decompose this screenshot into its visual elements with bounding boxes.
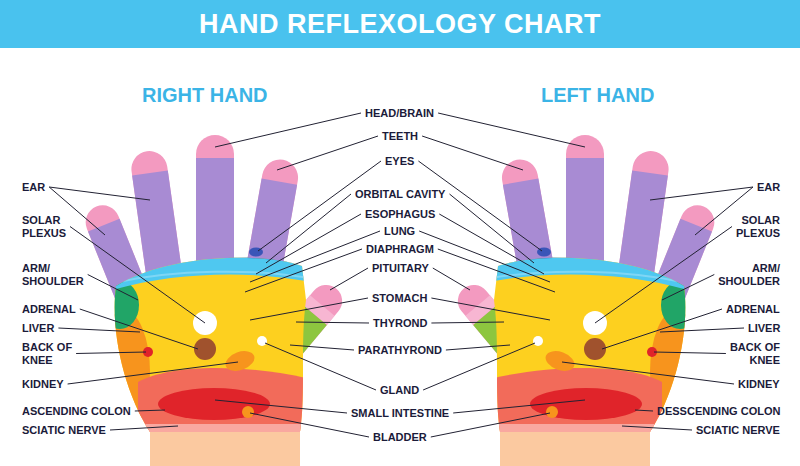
leader-line [245, 249, 362, 292]
leader-line [622, 426, 692, 430]
part-label: EYES [385, 155, 414, 168]
part-label: DESSCENDING COLON [657, 405, 780, 418]
leader-line [419, 231, 550, 282]
part-label: BLADDER [373, 431, 427, 444]
leader-line [266, 194, 351, 263]
part-label: ARM/ SHOULDER [22, 262, 88, 288]
part-label: LIVER [22, 322, 54, 335]
leader-line [296, 322, 369, 323]
part-label: ORBITAL CAVITY [355, 188, 445, 201]
leader-line [110, 426, 178, 430]
part-label: HEAD/BRAIN [365, 107, 434, 120]
leader-line [290, 345, 354, 350]
leader-line [602, 309, 722, 349]
part-label: THYROND [373, 317, 427, 330]
leader-line [660, 328, 744, 332]
leader-line [49, 187, 150, 200]
part-label: TEETH [382, 130, 418, 143]
leader-line [68, 362, 238, 384]
leader-line [431, 298, 550, 320]
leader-line [654, 352, 726, 354]
leader-line [453, 400, 585, 413]
leader-line [446, 345, 510, 350]
leader-line [635, 410, 653, 411]
part-label: SOLAR PLEXUS [22, 214, 82, 240]
leader-line [422, 136, 523, 170]
part-label: ASCENDING COLON [22, 405, 131, 418]
leader-line [256, 214, 361, 274]
leader-line [662, 275, 714, 301]
part-label: BACK OF KNEE [726, 341, 780, 367]
leader-line [439, 214, 544, 274]
hand-heading: LEFT HAND [541, 83, 654, 107]
part-label: GLAND [380, 384, 419, 397]
part-label: SCIATIC NERVE [22, 424, 106, 437]
leader-line [562, 362, 734, 384]
leader-line [438, 249, 555, 292]
part-label: EAR [22, 181, 45, 194]
part-label: SMALL INTESTINE [351, 407, 449, 420]
leader-line [330, 268, 368, 290]
leader-line [250, 298, 368, 320]
hand-heading: RIGHT HAND [142, 83, 268, 107]
part-label: STOMACH [372, 292, 427, 305]
part-label: KIDNEY [738, 378, 780, 391]
part-label: EAR [757, 181, 780, 194]
part-label: KIDNEY [22, 378, 64, 391]
leader-line [215, 113, 361, 147]
part-label: PITUITARY [372, 262, 429, 275]
leader-line [215, 400, 347, 413]
leader-line [450, 194, 535, 263]
part-label: BACK OF KNEE [22, 341, 76, 367]
leader-line [650, 187, 753, 200]
leader-line [80, 309, 198, 349]
leader-line [135, 410, 165, 411]
leader-line [88, 275, 138, 301]
part-label: ADRENAL [726, 303, 780, 316]
leader-line [76, 352, 146, 354]
leader-line [70, 227, 205, 324]
chart-title: HAND REFLEXOLOGY CHART [199, 9, 601, 40]
leader-line [433, 268, 470, 290]
part-label: ARM/ SHOULDER [714, 262, 780, 288]
leader-line [277, 136, 378, 170]
part-label: SOLAR PLEXUS [720, 214, 780, 240]
leader-line [431, 322, 504, 323]
leader-line [58, 328, 140, 332]
part-label: SCIATIC NERVE [696, 424, 780, 437]
part-label: LUNG [384, 225, 415, 238]
part-label: ADRENAL [22, 303, 76, 316]
part-label: DIAPHRAGM [366, 243, 434, 256]
part-label: PARATHYROND [358, 344, 442, 357]
leader-line [250, 231, 380, 282]
leader-line [595, 227, 732, 324]
part-label: ESOPHAGUS [365, 208, 435, 221]
part-label: LIVER [748, 322, 780, 335]
leader-line [438, 113, 585, 147]
